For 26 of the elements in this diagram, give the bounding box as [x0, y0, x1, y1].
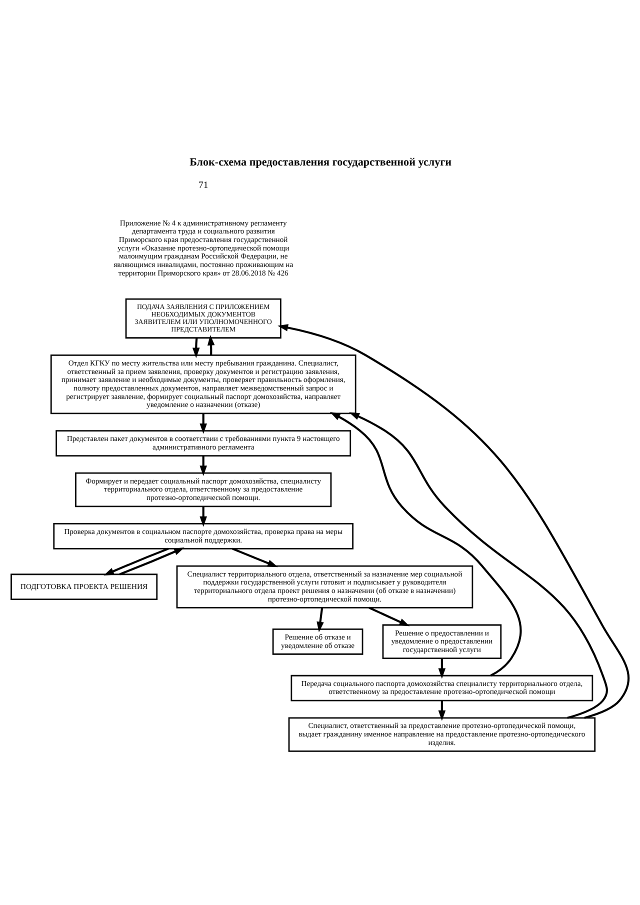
arrow	[278, 324, 630, 718]
label: 71	[198, 179, 208, 190]
arrow	[368, 606, 410, 626]
node-box: Проверка документов в социальном паспорте домохозяйства, проверка права на меры социальной поддержки.	[53, 522, 354, 549]
arrow	[207, 334, 215, 354]
arrow	[438, 658, 446, 678]
arrow	[200, 506, 207, 526]
node-box: Специалист территориального отдела, ответственный за назначение мер социальной поддержки государственной услуги готовит и подписывает у руководителя территориального отдела проект решения о назначении (об отказе в назначении) протезно-ортопедической помощи.	[176, 564, 474, 608]
node-box: Представлен пакет документов в соответствии с требованиями пункта 9 настоящего административного регламента	[56, 430, 352, 456]
arrow	[119, 546, 184, 575]
label: Приложение № 4 к административному регламенту департамента труда и социального развития Приморского края предоставления государственной услуги «Оказание протезно-ортопедической помощи малоимущим гражданам Российской Федерации, не являющимся инвалидами, постоянно проживающим на территории Приморского края» от 28.06.2018 № 426	[114, 218, 294, 277]
node-box: Решение о предоставлении и уведомление о предоставлении государственной услуги	[382, 624, 502, 658]
arrow	[200, 455, 207, 476]
arrow	[438, 700, 446, 720]
arrow	[104, 547, 169, 576]
arrow	[349, 412, 608, 718]
arrow	[200, 412, 207, 434]
node-box: Отдел КГКУ по месту жительства или месту пребывания гражданина. Специалист, ответственный за прием заявления, проверку документов и регистрацию заявления, принимает заявление и необходимые документы, проверяет правильность оформления, полноту предоставленных документов, направляет межведомственный запрос и регистрирует заявление, формирует социальный паспорт домохозяйства, направляет уведомление о назначении (отказе)	[50, 354, 356, 414]
arrow	[192, 338, 200, 358]
node-box: Формирует и передает социальный паспорт домохозяйства, специалисту территориального отдела, ответственному за предоставление протезно-ортопедической помощи.	[75, 472, 332, 507]
node-box: ПОДГОТОВКА ПРОЕКТА РЕШЕНИЯ	[10, 573, 158, 600]
node-box: Специалист, ответственный за предоставление протезно-ортопедической помощи, выдает гражданину именное направление на предоставление протезно-ортопедического изделия.	[288, 716, 596, 752]
node-box: Передача социального паспорта домохозяйства специалисту территориального отдела, ответственному за предоставление протезно-ортопедической помощи	[290, 674, 594, 701]
arrow	[316, 607, 324, 632]
diagram-title: Блок-схема предоставления государственной услуги	[190, 156, 452, 168]
node-box: Решение об отказе и уведомление об отказе	[272, 628, 364, 654]
